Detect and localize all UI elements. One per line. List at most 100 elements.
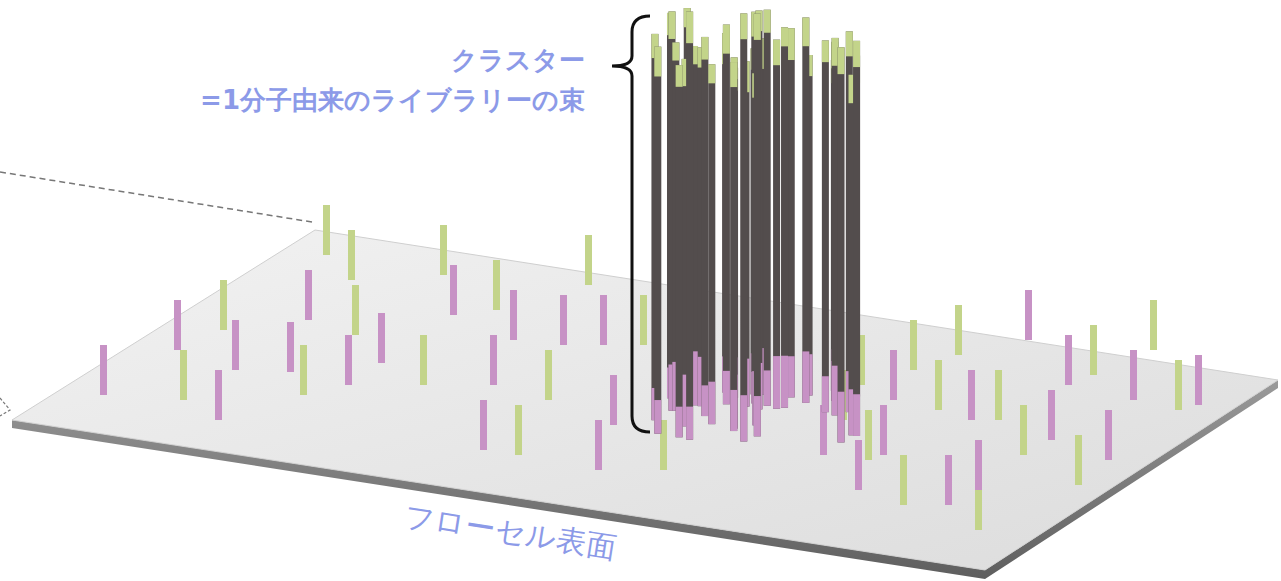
library-strand — [180, 350, 187, 400]
cluster-strand — [754, 14, 761, 437]
library-strand — [900, 455, 907, 505]
cluster-strand-tip — [723, 25, 730, 54]
cluster-strand-tip — [764, 10, 771, 33]
library-strand — [420, 335, 427, 385]
library-strand — [1025, 290, 1032, 340]
library-strand — [1105, 410, 1112, 460]
library-strand — [352, 285, 359, 335]
cluster-strand-base — [701, 385, 708, 416]
cluster-strand-body — [764, 10, 771, 406]
library-strand — [955, 305, 962, 355]
cluster-strand-base — [822, 376, 829, 412]
cluster-strand-base — [708, 382, 715, 424]
cluster-strand-body — [686, 12, 693, 440]
library-strand — [865, 410, 872, 460]
cluster-description: =1分子由来のライブラリーの束 — [200, 86, 585, 116]
cluster-strand-body — [654, 47, 661, 434]
cluster-strand-body — [773, 40, 780, 409]
library-strand — [287, 322, 294, 372]
library-strand — [220, 280, 227, 330]
cluster-strand-tip — [781, 27, 788, 46]
library-strand — [378, 313, 385, 363]
library-strand — [545, 350, 552, 400]
library-strand — [1130, 350, 1137, 400]
cluster-strand-tip — [788, 28, 795, 60]
library-strand — [348, 230, 355, 280]
library-strand — [480, 400, 487, 450]
library-strand — [490, 335, 497, 385]
cluster-strand-tip — [773, 40, 780, 66]
cluster-strand-body — [701, 37, 708, 416]
cluster-strand — [764, 10, 771, 406]
cluster-strand — [701, 37, 708, 416]
cluster-strand-base — [802, 351, 809, 402]
cluster-strand — [802, 17, 809, 402]
library-strand — [968, 370, 975, 420]
cluster-strand-tip — [672, 42, 679, 60]
cluster-strand-body — [676, 65, 683, 437]
cluster-strand-base — [773, 356, 780, 409]
cluster-strand — [781, 27, 788, 407]
cluster-strand-base — [838, 392, 845, 443]
cluster-strand-tip — [708, 64, 715, 83]
library-strand — [995, 370, 1002, 420]
cluster-strand-body — [788, 28, 795, 397]
library-strand — [1048, 390, 1055, 440]
cluster-strand-body — [740, 13, 747, 441]
cluster-label: クラスター — [451, 46, 585, 76]
cluster-strand-base — [723, 371, 730, 404]
library-strand — [515, 405, 522, 455]
library-strand — [1075, 435, 1082, 485]
cluster-strand-body — [802, 17, 809, 402]
library-strand — [1175, 360, 1182, 410]
library-strand — [935, 360, 942, 410]
library-strand — [1195, 355, 1202, 405]
cluster-strand-tip — [822, 40, 829, 62]
library-strand — [600, 295, 607, 345]
library-strand — [1150, 300, 1157, 350]
cluster-strand-tip — [676, 65, 683, 87]
library-strand — [323, 205, 330, 255]
cluster-strand-base — [730, 390, 737, 431]
cluster-strand-body — [822, 40, 829, 412]
cluster-strand — [676, 65, 683, 437]
cluster-strand-tip — [754, 14, 761, 40]
library-strand — [345, 335, 352, 385]
cluster-strand — [788, 28, 795, 397]
cluster-strand-body — [781, 27, 788, 407]
cluster-strand — [853, 41, 860, 436]
cluster-strand-base — [853, 394, 860, 436]
cluster-strand — [773, 40, 780, 409]
library-strand — [585, 235, 592, 285]
cluster-strand-tip — [846, 31, 853, 56]
cluster-strand-tip — [838, 47, 845, 74]
library-strand — [300, 345, 307, 395]
cluster-strand-tip — [686, 12, 693, 44]
cluster-strand-base — [654, 400, 661, 434]
cluster-strand — [740, 13, 747, 441]
library-strand — [215, 370, 222, 420]
cluster-strand-base — [764, 370, 771, 405]
library-strand — [880, 405, 887, 455]
library-strand — [450, 265, 457, 315]
library-strand — [890, 350, 897, 400]
cluster-strand — [708, 64, 715, 424]
library-strand — [232, 320, 239, 370]
cluster-strand-tip — [701, 37, 708, 60]
library-strand — [820, 405, 827, 455]
cluster-strand-body — [730, 62, 737, 431]
flow-cell-surface — [12, 230, 1278, 570]
library-strand — [640, 295, 647, 345]
library-strand — [910, 320, 917, 370]
cluster-strand-body — [754, 14, 761, 437]
library-strand — [493, 260, 500, 310]
cluster-strand — [838, 47, 845, 442]
library-strand — [610, 375, 617, 425]
cluster-strand-base — [788, 356, 795, 397]
cluster-strand-tip — [802, 17, 809, 46]
cluster-bracket — [612, 16, 650, 432]
leader-line — [0, 172, 312, 222]
cluster-strand-tip — [730, 62, 737, 87]
cluster-strand-base — [754, 396, 761, 436]
